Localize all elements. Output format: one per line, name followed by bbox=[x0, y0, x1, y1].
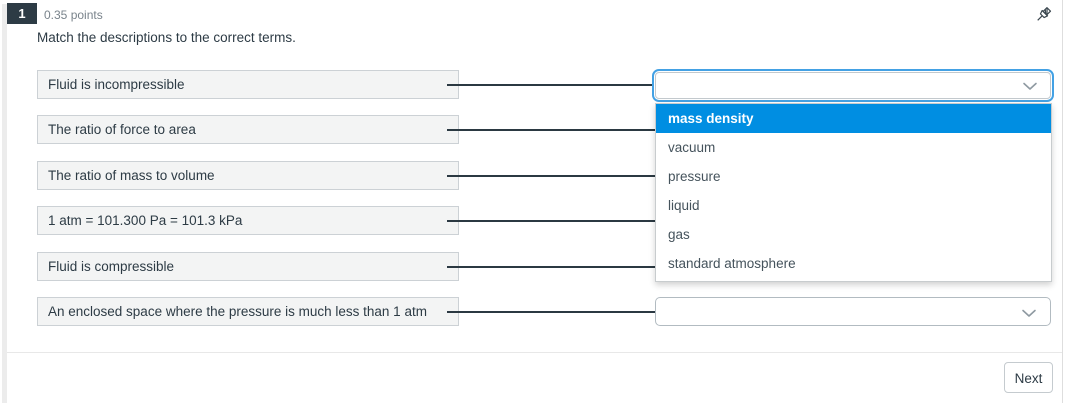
pushpin-icon[interactable] bbox=[1032, 4, 1054, 26]
menu-item-pressure[interactable]: pressure bbox=[668, 169, 721, 184]
match-description-3: The ratio of mass to volume bbox=[37, 161, 459, 190]
match-answer-select-1-open[interactable] bbox=[652, 69, 1054, 102]
question-points: 0.35 points bbox=[44, 8, 103, 22]
question-number-badge: 1 bbox=[7, 3, 37, 24]
menu-item-liquid[interactable]: liquid bbox=[668, 198, 700, 213]
match-connector-line-6 bbox=[447, 311, 655, 313]
match-connector-line-2 bbox=[447, 129, 655, 131]
dropdown-menu: mass density vacuum pressure liquid gas … bbox=[655, 103, 1052, 282]
match-description-2: The ratio of force to area bbox=[37, 115, 459, 144]
chevron-down-icon bbox=[1022, 309, 1036, 317]
menu-item-vacuum[interactable]: vacuum bbox=[668, 140, 716, 155]
next-button[interactable]: Next bbox=[1004, 362, 1053, 393]
match-connector-line-4 bbox=[447, 220, 655, 222]
match-connector-line-5 bbox=[447, 266, 655, 268]
menu-item-standard-atmosphere[interactable]: standard atmosphere bbox=[668, 256, 796, 271]
match-description-4: 1 atm = 101.300 Pa = 101.3 kPa bbox=[37, 206, 459, 235]
select-field bbox=[655, 72, 1051, 99]
match-connector-line-3 bbox=[447, 175, 655, 177]
match-connector-line-1 bbox=[447, 84, 655, 86]
panel-left-edge bbox=[2, 4, 7, 403]
chevron-down-icon bbox=[1023, 82, 1037, 90]
footer-divider bbox=[7, 352, 1062, 353]
menu-item-mass-density[interactable]: mass density bbox=[656, 104, 1051, 133]
panel-right-edge bbox=[1062, 0, 1063, 403]
match-answer-select-6[interactable] bbox=[655, 297, 1051, 326]
match-description-1: Fluid is incompressible bbox=[37, 70, 459, 99]
question-prompt: Match the descriptions to the correct te… bbox=[37, 30, 296, 45]
match-description-6: An enclosed space where the pressure is … bbox=[37, 297, 459, 326]
menu-item-gas[interactable]: gas bbox=[668, 227, 690, 242]
match-description-5: Fluid is compressible bbox=[37, 252, 459, 281]
